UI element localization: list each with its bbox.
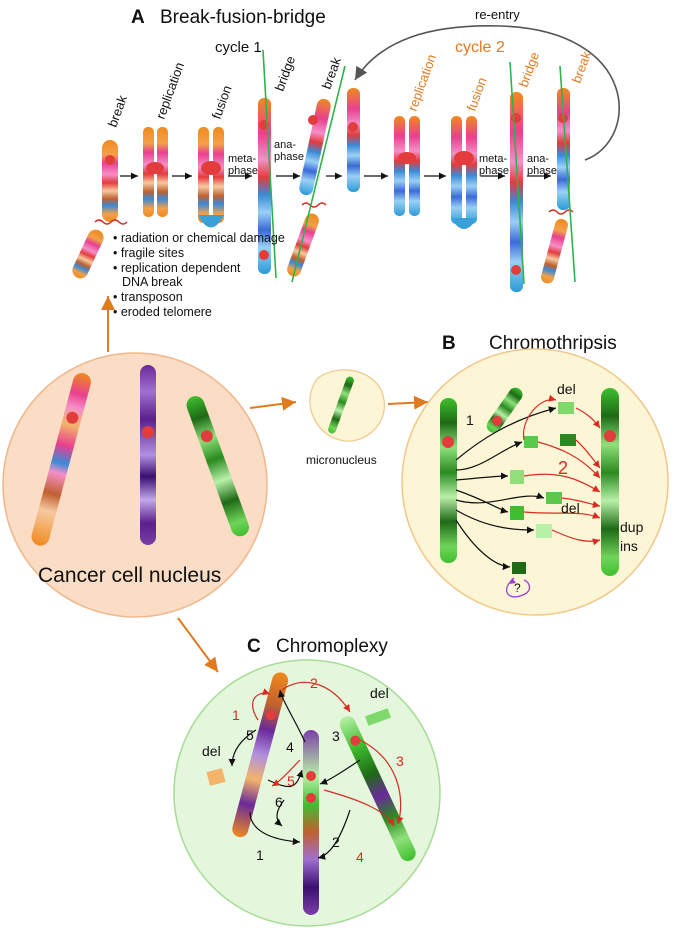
black-num-3: 3 — [332, 728, 340, 744]
chromoplexy-black-arrows — [228, 689, 361, 860]
chromosome-bridge-2 — [509, 61, 525, 292]
cause-4: transposon — [121, 290, 183, 304]
step-label-cycle1-2: fusion — [209, 83, 235, 121]
chromothripsis-black-arrows — [455, 406, 557, 571]
black-num-2: 2 — [332, 834, 340, 850]
del-fragment-left — [206, 768, 226, 786]
red-num-5: 5 — [287, 773, 295, 789]
cancer-cell-nucleus: Cancer cell nucleus — [2, 296, 268, 618]
step-label-cycle2-1: fusion — [464, 75, 490, 113]
panel-c-letter: C — [247, 636, 261, 657]
ins-label: ins — [620, 538, 638, 554]
panel-b-title: Chromothripsis — [489, 333, 617, 354]
chromosome-break-1 — [72, 140, 128, 279]
cycle-2-label: cycle 2 — [455, 39, 505, 56]
del-right-label: del — [370, 685, 389, 701]
del-label-mid: del — [561, 500, 580, 516]
chromoplexy-red-arrows — [252, 681, 404, 827]
red-num-1: 1 — [232, 707, 240, 723]
svg-text:• replication dependent: • replication dependent — [113, 261, 241, 275]
cause-3: replication dependent — [121, 261, 241, 275]
chromothripsis-red-arrows — [522, 394, 601, 546]
chromosome-replication — [143, 127, 168, 217]
nucleus-chromosome-orange — [31, 373, 91, 546]
panel-a-letter: A — [131, 7, 145, 28]
anaphase-2-line2: phase — [527, 165, 557, 177]
panel-b: B Chromothripsis — [401, 333, 669, 616]
nucleus-chromosome-green — [186, 396, 249, 537]
panel-a-title: Break-fusion-bridge — [160, 7, 326, 28]
step-label-cycle2-0: replication — [405, 52, 439, 113]
step-label-cycle2-2: bridge — [516, 50, 542, 89]
svg-text:• eroded telomere: • eroded telomere — [113, 305, 212, 319]
panel-a: A Break-fusion-bridge cycle 1 cycle 2 re… — [72, 7, 621, 319]
metaphase-2-line2: phase — [479, 165, 509, 177]
fragments — [510, 402, 576, 574]
metaphase-1-line2: phase — [228, 165, 258, 177]
chromosome-fusion — [198, 127, 224, 228]
step-label-cycle1-0: break — [105, 93, 130, 129]
svg-text:• transposon: • transposon — [113, 290, 183, 304]
black-num-6: 6 — [275, 794, 283, 810]
step-label-cycle1-1: replication — [153, 60, 187, 121]
panel-b-letter: B — [442, 333, 456, 354]
red-num-4: 4 — [356, 849, 364, 865]
micronucleus-label: micronucleus — [306, 453, 377, 467]
cause-3-cont: DNA break — [122, 275, 183, 289]
black-num-1: 1 — [256, 847, 264, 863]
reentry-arrow — [354, 25, 621, 161]
black-num-4: 4 — [286, 739, 294, 755]
chromoplexy-chrom-orange — [232, 672, 289, 838]
chromoplexy-chrom-green — [339, 716, 416, 861]
metaphase-1-line1: meta- — [228, 153, 256, 165]
del-left-label: del — [202, 743, 221, 759]
nucleus-label: Cancer cell nucleus — [38, 564, 221, 587]
reentry-label: re-entry — [475, 7, 520, 22]
chromosome-break-3 — [541, 65, 576, 284]
step-label-cycle2-3: break — [569, 49, 594, 85]
dup-label: dup — [620, 519, 644, 535]
chromoplexy-chrom-purple — [303, 730, 319, 915]
arrow-to-chromoplexy — [177, 617, 219, 673]
question-loop — [505, 577, 531, 598]
black-num-5: 5 — [246, 727, 254, 743]
label-1: 1 — [466, 412, 474, 428]
causes-list: • radiation or chemical damage • fragile… — [113, 231, 285, 319]
del-label-top: del — [557, 381, 576, 397]
cause-2: fragile sites — [121, 246, 184, 260]
chromosome-break-2 — [287, 65, 346, 283]
del-fragment-right — [365, 708, 391, 726]
anaphase-1-line1: ana- — [274, 139, 296, 151]
metaphase-2-line1: meta- — [479, 153, 507, 165]
step-label-cycle1-3: bridge — [272, 54, 298, 93]
panel-c: C Chromoplexy — [173, 636, 441, 927]
cycle-1-label: cycle 1 — [215, 39, 262, 56]
anaphase-1-line2: phase — [274, 151, 304, 163]
label-2: 2 — [558, 458, 568, 478]
cause-5: eroded telomere — [121, 305, 212, 319]
svg-text:• fragile sites: • fragile sites — [113, 246, 184, 260]
red-num-3: 3 — [396, 753, 404, 769]
chromosome-fusion-2 — [451, 116, 477, 229]
cause-1: radiation or chemical damage — [121, 231, 285, 245]
chromosome-replication-2 — [394, 116, 420, 216]
chromothripsis-result — [601, 388, 619, 576]
red-num-2: 2 — [310, 675, 318, 691]
panel-c-title: Chromoplexy — [276, 636, 388, 657]
anaphase-2-line1: ana- — [527, 153, 549, 165]
question-mark: ? — [514, 581, 521, 595]
chromosome-reentry — [347, 88, 360, 192]
svg-text:• radiation or chemical damage: • radiation or chemical damage — [113, 231, 285, 245]
chromosome-bridge — [258, 49, 277, 279]
micronucleus: micronucleus — [249, 369, 429, 467]
chromothripsis-segment — [486, 387, 523, 433]
chromothripsis-source — [440, 398, 457, 563]
nucleus-chromosome-purple — [140, 365, 156, 545]
